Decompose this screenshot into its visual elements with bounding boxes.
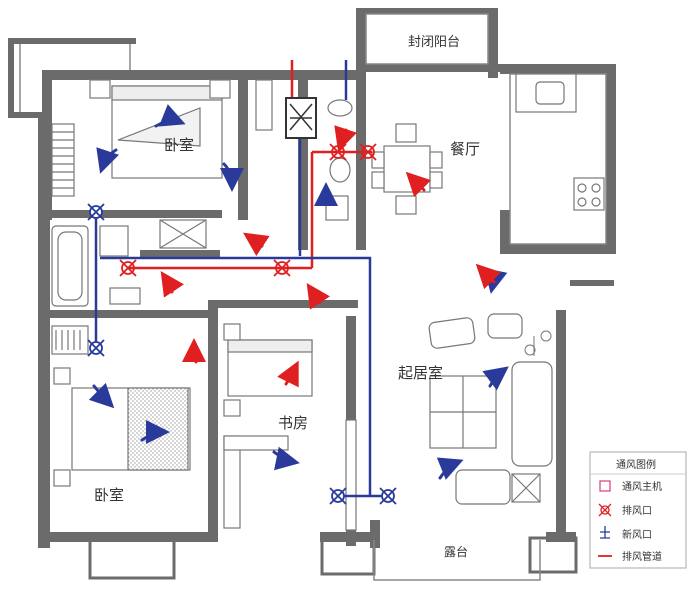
ventilation-host-unit <box>285 97 317 139</box>
legend-title: 通风图例 <box>616 458 656 471</box>
thin-walls <box>19 13 607 581</box>
fresh-air-icon <box>600 526 610 539</box>
room-label-study: 书房 <box>278 414 308 432</box>
room-label-bedroom-bottom: 卧室 <box>94 486 124 504</box>
square-outline-icon <box>599 480 611 492</box>
legend-item-label: 新风口 <box>622 528 652 541</box>
exhaust-x-icon <box>598 503 612 517</box>
room-label-bedroom-top: 卧室 <box>164 136 194 154</box>
fresh-air-vents <box>87 203 397 505</box>
fresh-air-ducts <box>94 60 388 498</box>
room-label-enclosed-balcony: 封闭阳台 <box>408 35 460 50</box>
legend-item-label: 排风管道 <box>622 550 662 563</box>
furniture <box>51 73 605 531</box>
exhaust-airflow-arrows <box>160 125 502 388</box>
living-lamp-icon <box>540 330 552 342</box>
room-label-dining: 餐厅 <box>450 140 480 158</box>
walls <box>8 8 616 580</box>
legend: 通风图例 通风主机 排风口 新风口 排风管道 <box>589 451 687 569</box>
room-label-living: 起居室 <box>398 364 443 382</box>
living-lamp-icon-2 <box>524 344 536 356</box>
legend-item-label: 排风口 <box>622 504 652 517</box>
legend-item-label: 通风主机 <box>622 480 662 493</box>
room-label-terrace: 露台 <box>444 544 468 559</box>
